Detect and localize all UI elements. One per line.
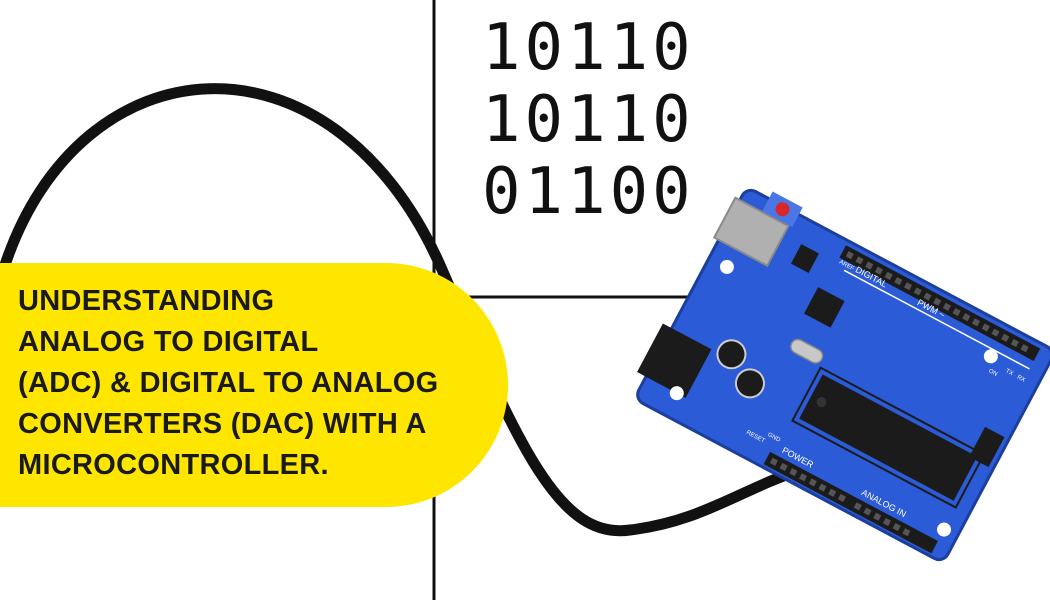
usb-port [712, 196, 790, 268]
microcontroller-board: DIGITAL PWM ~ AREF ON TX RX POWER ANALOG… [636, 188, 1050, 562]
microcontroller-chip [799, 374, 978, 501]
mounting-hole-1 [719, 259, 734, 274]
usb-interface-chip [804, 287, 845, 328]
icsp-header-top [790, 244, 819, 273]
icsp-header-right [969, 426, 1005, 468]
label-on: ON [987, 368, 998, 378]
chip-socket [791, 366, 986, 509]
binary-row-1: 10110 [482, 11, 695, 85]
reset-button [775, 202, 790, 217]
chip-notch [816, 397, 827, 408]
label-gnd: GND [766, 432, 781, 444]
digital-header-pins [845, 251, 1029, 353]
crystal-oscillator [790, 338, 824, 364]
power-jack [637, 323, 712, 398]
power-analog-header-pins [769, 457, 911, 537]
binary-digits-block: 10110 10110 01100 [482, 12, 695, 228]
binary-row-3: 01100 [482, 155, 695, 229]
title-banner: UNDERSTANDING ANALOG TO DIGITAL (ADC) & … [0, 263, 508, 507]
title-line-5: MICROCONTROLLER. [18, 449, 329, 481]
capacitor-1 [716, 339, 747, 370]
mounting-hole-4 [937, 522, 952, 537]
mounting-hole-3 [983, 349, 998, 364]
mounting-hole-2 [669, 386, 684, 401]
label-rx: RX [1016, 374, 1026, 383]
digital-label-line [843, 269, 1030, 370]
title-line-4: CONVERTERS (DAC) WITH A [18, 408, 427, 440]
capacitor-2 [734, 368, 765, 399]
binary-row-2: 10110 [482, 83, 695, 157]
title-line-3: (ADC) & DIGITAL TO ANALOG [18, 367, 439, 399]
title-line-1: UNDERSTANDING [18, 285, 275, 317]
label-tx: TX [1004, 368, 1014, 377]
title-line-2: ANALOG TO DIGITAL [18, 326, 319, 358]
